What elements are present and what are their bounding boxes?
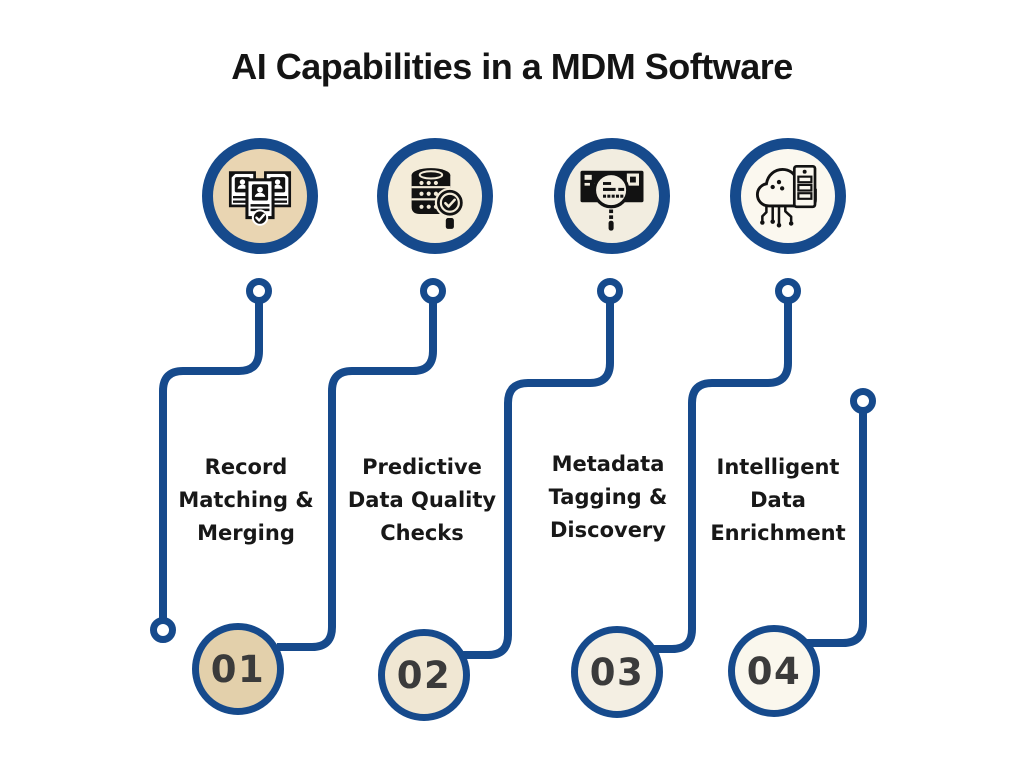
connector-path-2 xyxy=(277,291,437,651)
step-number: 02 xyxy=(396,653,452,697)
step-number-circle-1: 01 xyxy=(192,623,284,715)
label-line: Data xyxy=(750,488,806,512)
step-number: 04 xyxy=(746,649,802,693)
cloud-circuit-server-icon xyxy=(755,164,817,228)
label-line: Tagging & xyxy=(548,485,668,509)
step-label-data-quality: Predictive Data Quality Checks xyxy=(324,451,520,550)
pin-ring-end-right xyxy=(850,388,876,414)
label-line: Checks xyxy=(380,521,464,545)
metadata-card-search-magnifier-icon xyxy=(580,170,644,231)
pin-ring-end-left xyxy=(150,617,176,643)
step-label-data-enrichment: Intelligent Data Enrichment xyxy=(680,451,876,550)
icon-badge-metadata-tagging xyxy=(554,138,670,254)
label-line: Intelligent xyxy=(716,455,840,479)
label-line: Enrichment xyxy=(710,521,846,545)
step-label-metadata-tagging: Metadata Tagging & Discovery xyxy=(510,448,706,547)
pin-ring-icon-3 xyxy=(597,278,623,304)
label-line: Metadata xyxy=(551,452,665,476)
connector-path-3 xyxy=(463,291,614,659)
step-number-circle-4: 04 xyxy=(728,625,820,717)
matched-record-documents-check-icon xyxy=(228,171,292,226)
step-number: 03 xyxy=(589,650,645,694)
label-line: Record xyxy=(204,455,288,479)
icon-badge-data-quality xyxy=(377,138,493,254)
step-number-circle-3: 03 xyxy=(571,626,663,718)
icon-badge-record-matching xyxy=(202,138,318,254)
label-line: Matching & xyxy=(178,488,314,512)
database-quality-check-magnifier-icon xyxy=(411,168,465,229)
pin-ring-icon-2 xyxy=(420,278,446,304)
connector-path-1 xyxy=(159,291,263,630)
step-label-record-matching: Record Matching & Merging xyxy=(148,451,344,550)
step-number-circle-2: 02 xyxy=(378,629,470,721)
label-line: Data Quality xyxy=(347,488,497,512)
label-line: Predictive xyxy=(362,455,482,479)
page-title: AI Capabilities in a MDM Software xyxy=(231,46,793,87)
pin-ring-icon-4 xyxy=(775,278,801,304)
label-line: Merging xyxy=(197,521,295,545)
icon-badge-data-enrichment xyxy=(730,138,846,254)
step-number: 01 xyxy=(210,647,266,691)
label-line: Discovery xyxy=(550,518,666,542)
pin-ring-icon-1 xyxy=(246,278,272,304)
connector-path-5 xyxy=(807,401,867,647)
connector-path-4 xyxy=(651,291,792,653)
